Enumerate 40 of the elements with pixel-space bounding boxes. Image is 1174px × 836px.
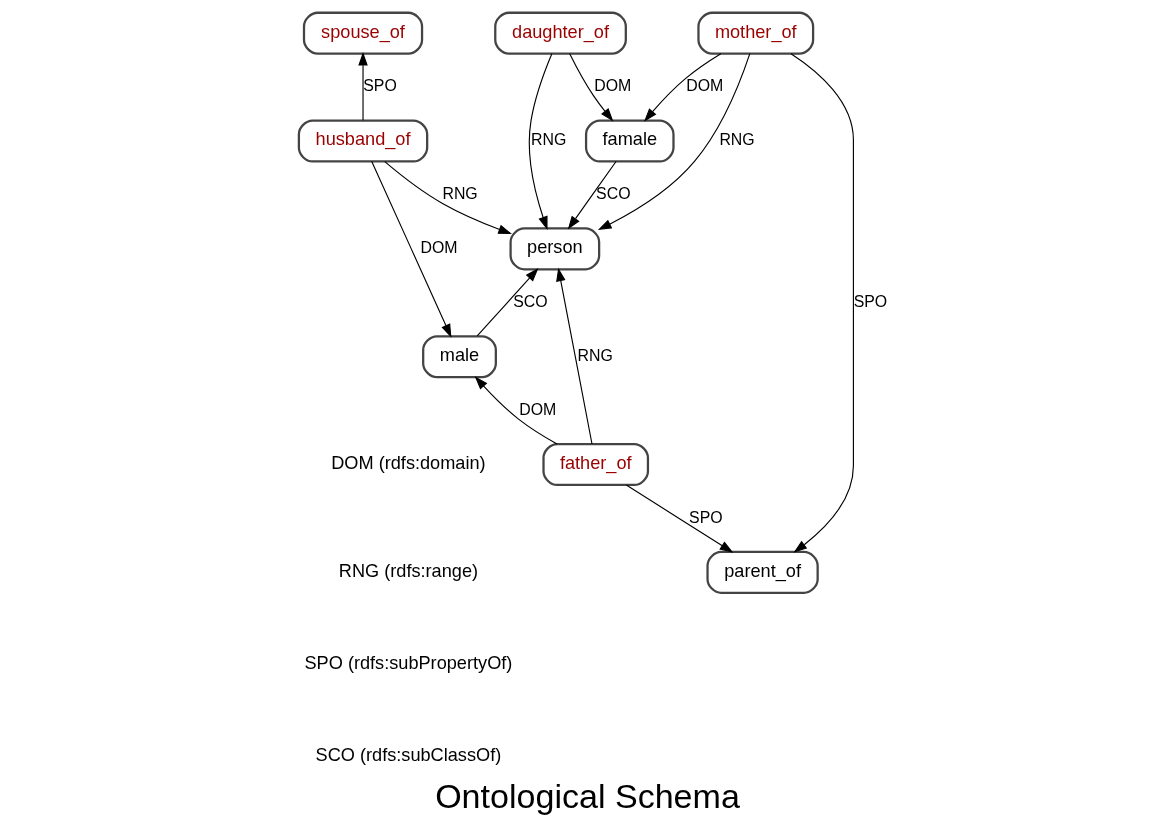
arrow — [789, 53, 854, 553]
edge-label: RNG — [530, 131, 566, 149]
arrow — [567, 160, 617, 230]
diagram-title: Ontological Schema — [434, 777, 740, 816]
arrow — [528, 53, 552, 230]
edge-label: SCO — [512, 292, 548, 310]
edge-label: DOM — [685, 77, 723, 95]
node-box: person — [508, 227, 600, 271]
label: SCO (rdfs:subClassOf) — [315, 744, 501, 765]
node-box: daughter_of — [493, 11, 627, 55]
node-box: famale — [584, 119, 675, 163]
edge-label: SPO — [688, 508, 723, 526]
arrow — [370, 160, 451, 338]
edge-label: SPO — [853, 292, 887, 310]
arrow — [383, 161, 512, 235]
arrow — [357, 51, 368, 121]
node-box: mother_of — [696, 11, 814, 55]
label: DOM (rdfs:domain) — [330, 452, 486, 473]
node-box: husband_of — [297, 119, 428, 163]
arrow — [474, 376, 558, 445]
edge-label: RNG — [718, 131, 755, 149]
node-box: spouse_of — [302, 11, 423, 55]
node-box: male — [421, 335, 497, 379]
arrow — [643, 53, 721, 122]
edge-label: RNG — [577, 346, 613, 364]
edge-label: DOM — [593, 77, 631, 95]
label: SPO (rdfs:subPropertyOf) — [304, 652, 512, 673]
label: RNG (rdfs:range) — [338, 560, 478, 581]
node-box: father_of — [541, 442, 649, 487]
edge-label: SPO — [362, 77, 397, 95]
edge-label: DOM — [518, 400, 556, 418]
arrow — [597, 53, 750, 231]
arrow — [625, 484, 733, 553]
node-box: parent_of — [705, 550, 819, 594]
edge-label: DOM — [420, 239, 458, 257]
arrow — [555, 267, 593, 445]
edge-label: RNG — [441, 185, 478, 203]
arrow — [476, 268, 539, 337]
edge-label: SCO — [595, 185, 631, 203]
arrow — [568, 53, 613, 122]
